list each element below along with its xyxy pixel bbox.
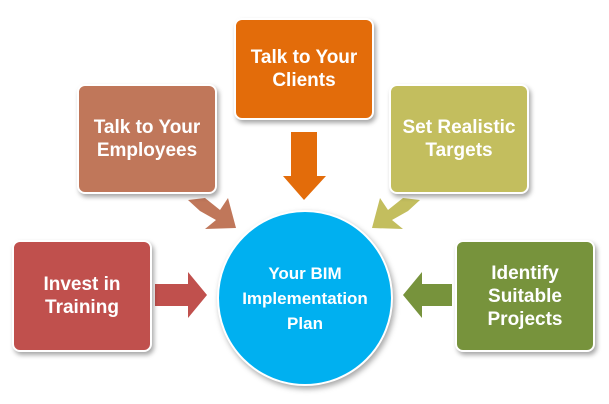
arrow-targets xyxy=(372,198,420,229)
center-bim-plan: Your BIM Implementation Plan xyxy=(217,210,393,386)
center-label: Your BIM Implementation Plan xyxy=(242,263,368,333)
node-talk-to-employees: Talk to Your Employees xyxy=(77,84,217,194)
node-invest-in-training: Invest in Training xyxy=(12,240,152,352)
node-identify-projects: Identify Suitable Projects xyxy=(455,240,595,352)
arrow-clients xyxy=(283,132,326,200)
node-label: Talk to Your Clients xyxy=(250,47,358,91)
arrow-training xyxy=(155,272,207,318)
node-label: Invest in Training xyxy=(43,274,121,318)
node-label: Talk to Your Employees xyxy=(93,117,201,161)
node-set-realistic-targets: Set Realistic Targets xyxy=(389,84,529,194)
node-label: Set Realistic Targets xyxy=(402,117,516,161)
arrow-employees xyxy=(188,198,236,229)
node-label: Identify Suitable Projects xyxy=(487,262,563,330)
arrow-projects xyxy=(403,272,452,318)
node-talk-to-clients: Talk to Your Clients xyxy=(234,18,374,120)
